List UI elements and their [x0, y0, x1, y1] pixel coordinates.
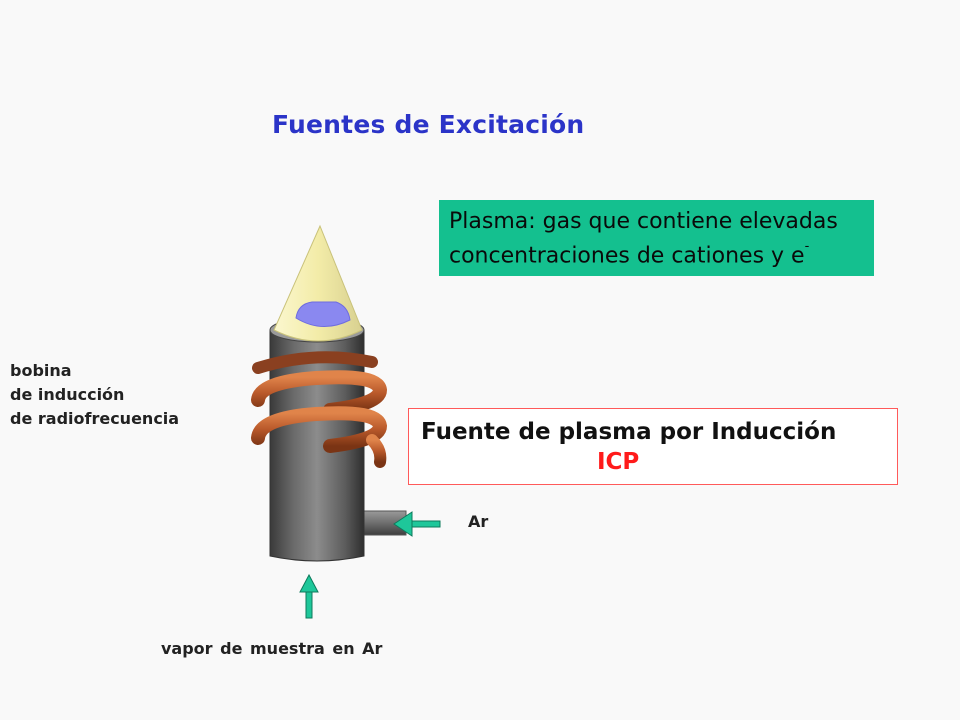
slide-title: Fuentes de Excitación: [272, 110, 585, 139]
icp-box: Fuente de plasma por Inducción ICP: [408, 408, 898, 485]
definition-line-1: Plasma: gas que contiene elevadas: [449, 209, 838, 234]
plasma-core: [295, 301, 351, 327]
icp-acronym: ICP: [597, 449, 640, 475]
sample-vapor-arrow: [299, 573, 319, 619]
sample-vapor-label: vapor de muestra en Ar: [161, 639, 383, 658]
plasma-definition-box: Plasma: gas que contiene elevadas concen…: [439, 200, 874, 276]
electron-superscript: -: [804, 239, 810, 254]
coil-label-line-1: bobina: [10, 361, 72, 380]
argon-label: Ar: [468, 512, 489, 531]
definition-line-2-text: concentraciones de cationes y e: [449, 243, 805, 269]
coil-turn-1: [251, 370, 388, 417]
icp-title: Fuente de plasma por Inducción: [421, 419, 837, 445]
coil-label-line-3: de radiofrecuencia: [10, 409, 180, 428]
argon-arrow: [393, 511, 441, 537]
coil-label: bobina de inducción de radiofrecuencia: [10, 359, 179, 431]
induction-coil: [251, 351, 388, 468]
coil-label-line-2: de inducción: [10, 385, 125, 404]
torch-tube: [269, 329, 365, 562]
coil-turn-back: [252, 351, 378, 374]
coil-lead: [366, 434, 387, 468]
definition-line-2: concentraciones de cationes y e-: [449, 236, 874, 270]
